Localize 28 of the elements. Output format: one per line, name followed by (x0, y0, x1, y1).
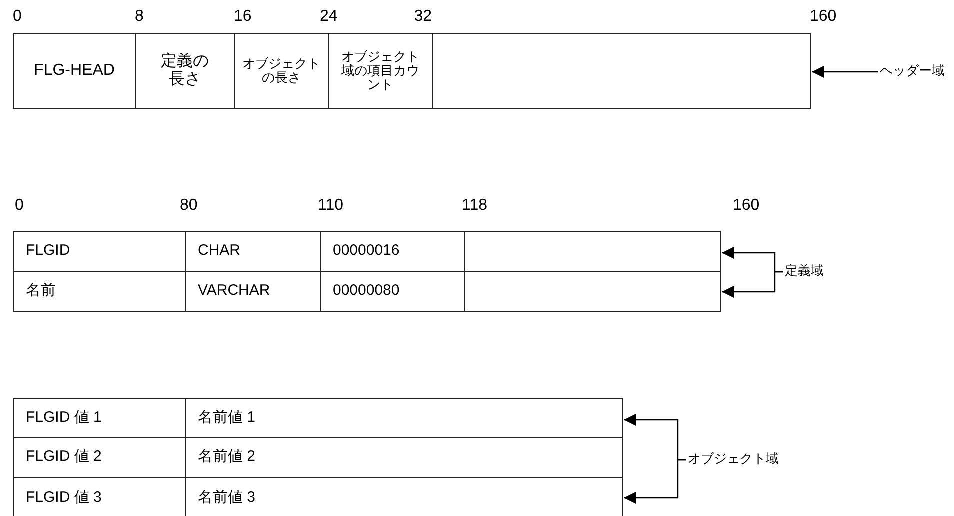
table-cell: FLGID (13, 231, 186, 272)
table-cell: 名前 (13, 271, 186, 312)
offset-number: 24 (320, 8, 338, 26)
offset-number: 160 (733, 197, 760, 215)
empty-cell (464, 231, 721, 272)
table-cell: オブジェクト域の項目カウント (328, 33, 433, 109)
offset-number: 110 (318, 197, 344, 215)
empty-cell (432, 33, 811, 109)
area-label: ヘッダー域 (880, 62, 945, 80)
empty-cell (464, 271, 721, 312)
offset-number: 16 (234, 8, 252, 26)
offset-number: 160 (810, 8, 837, 26)
area-label: 定義域 (785, 262, 824, 280)
table-cell: オブジェクトの長さ (234, 33, 329, 109)
table-cell: FLGID 値 1 (13, 398, 186, 438)
offset-number: 0 (13, 8, 22, 26)
offset-number: 80 (180, 197, 198, 215)
table-cell: 名前値 1 (185, 398, 623, 438)
table-cell: 定義の長さ (135, 33, 235, 109)
offset-number: 0 (15, 197, 24, 215)
table-cell: FLG-HEAD (13, 33, 136, 109)
arrow (624, 459, 686, 504)
area-label: オブジェクト域 (688, 450, 779, 468)
offset-number: 118 (462, 197, 488, 215)
offset-number: 8 (135, 8, 144, 26)
arrow (812, 66, 878, 78)
arrow (722, 271, 783, 298)
offset-number: 32 (414, 8, 432, 26)
